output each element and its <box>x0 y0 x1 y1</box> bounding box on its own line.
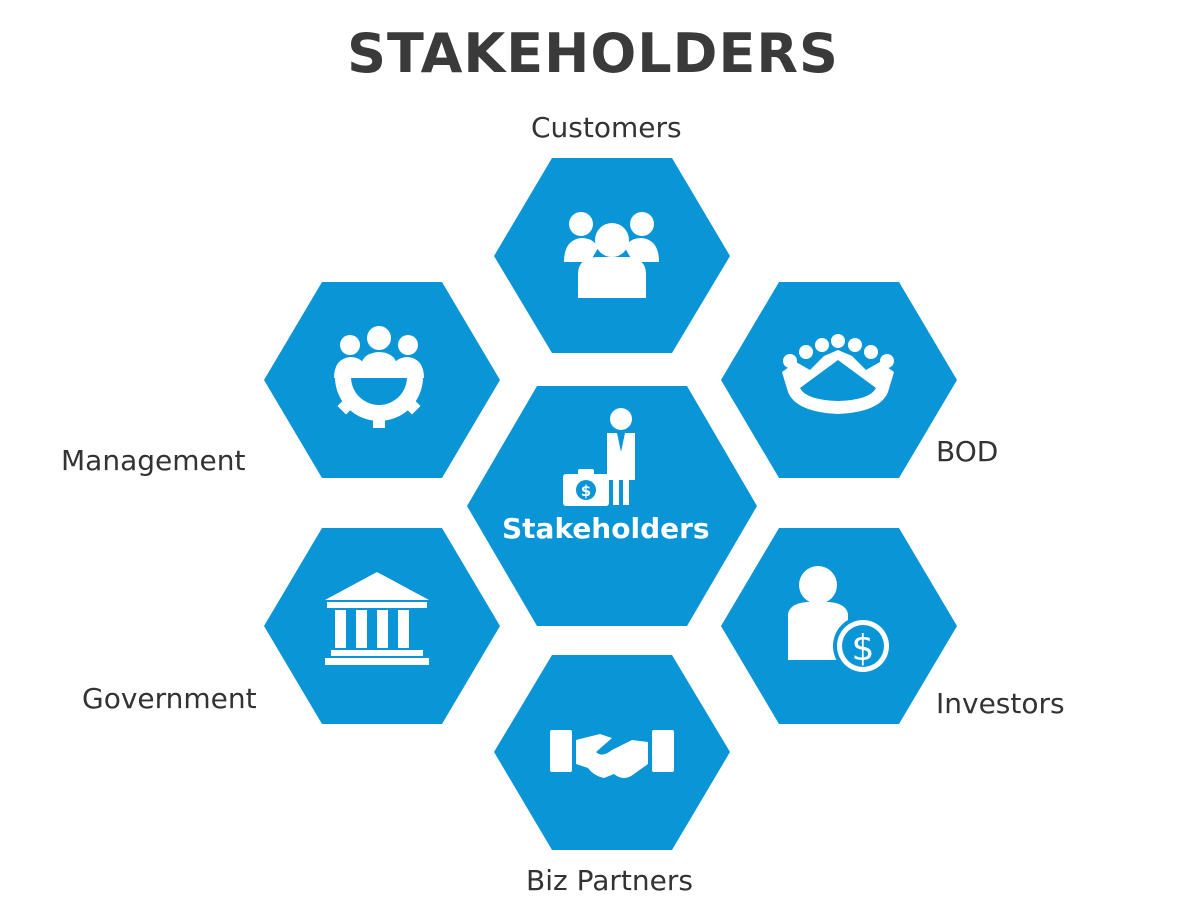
label-bod: BOD <box>936 435 999 468</box>
label-government: Government <box>82 682 257 715</box>
customers-icon <box>564 212 659 298</box>
label-biz-partners: Biz Partners <box>526 864 693 897</box>
investor-icon: $ <box>788 566 893 676</box>
government-building-icon <box>325 572 429 665</box>
hexagon-management <box>264 282 500 478</box>
hexagon-center <box>467 386 757 626</box>
boardroom-icon <box>782 334 894 414</box>
label-investors: Investors <box>936 687 1065 720</box>
svg-text:$: $ <box>581 482 591 500</box>
center-label: Stakeholders <box>502 512 710 545</box>
label-customers: Customers <box>531 111 682 144</box>
label-management: Management <box>61 444 246 477</box>
stakeholder-icon: $ <box>563 408 635 506</box>
handshake-icon <box>550 730 674 778</box>
page-title: STAKEHOLDERS <box>347 22 839 85</box>
management-team-icon <box>334 326 424 428</box>
hexagon-bod <box>721 282 957 478</box>
svg-text:$: $ <box>852 628 875 669</box>
